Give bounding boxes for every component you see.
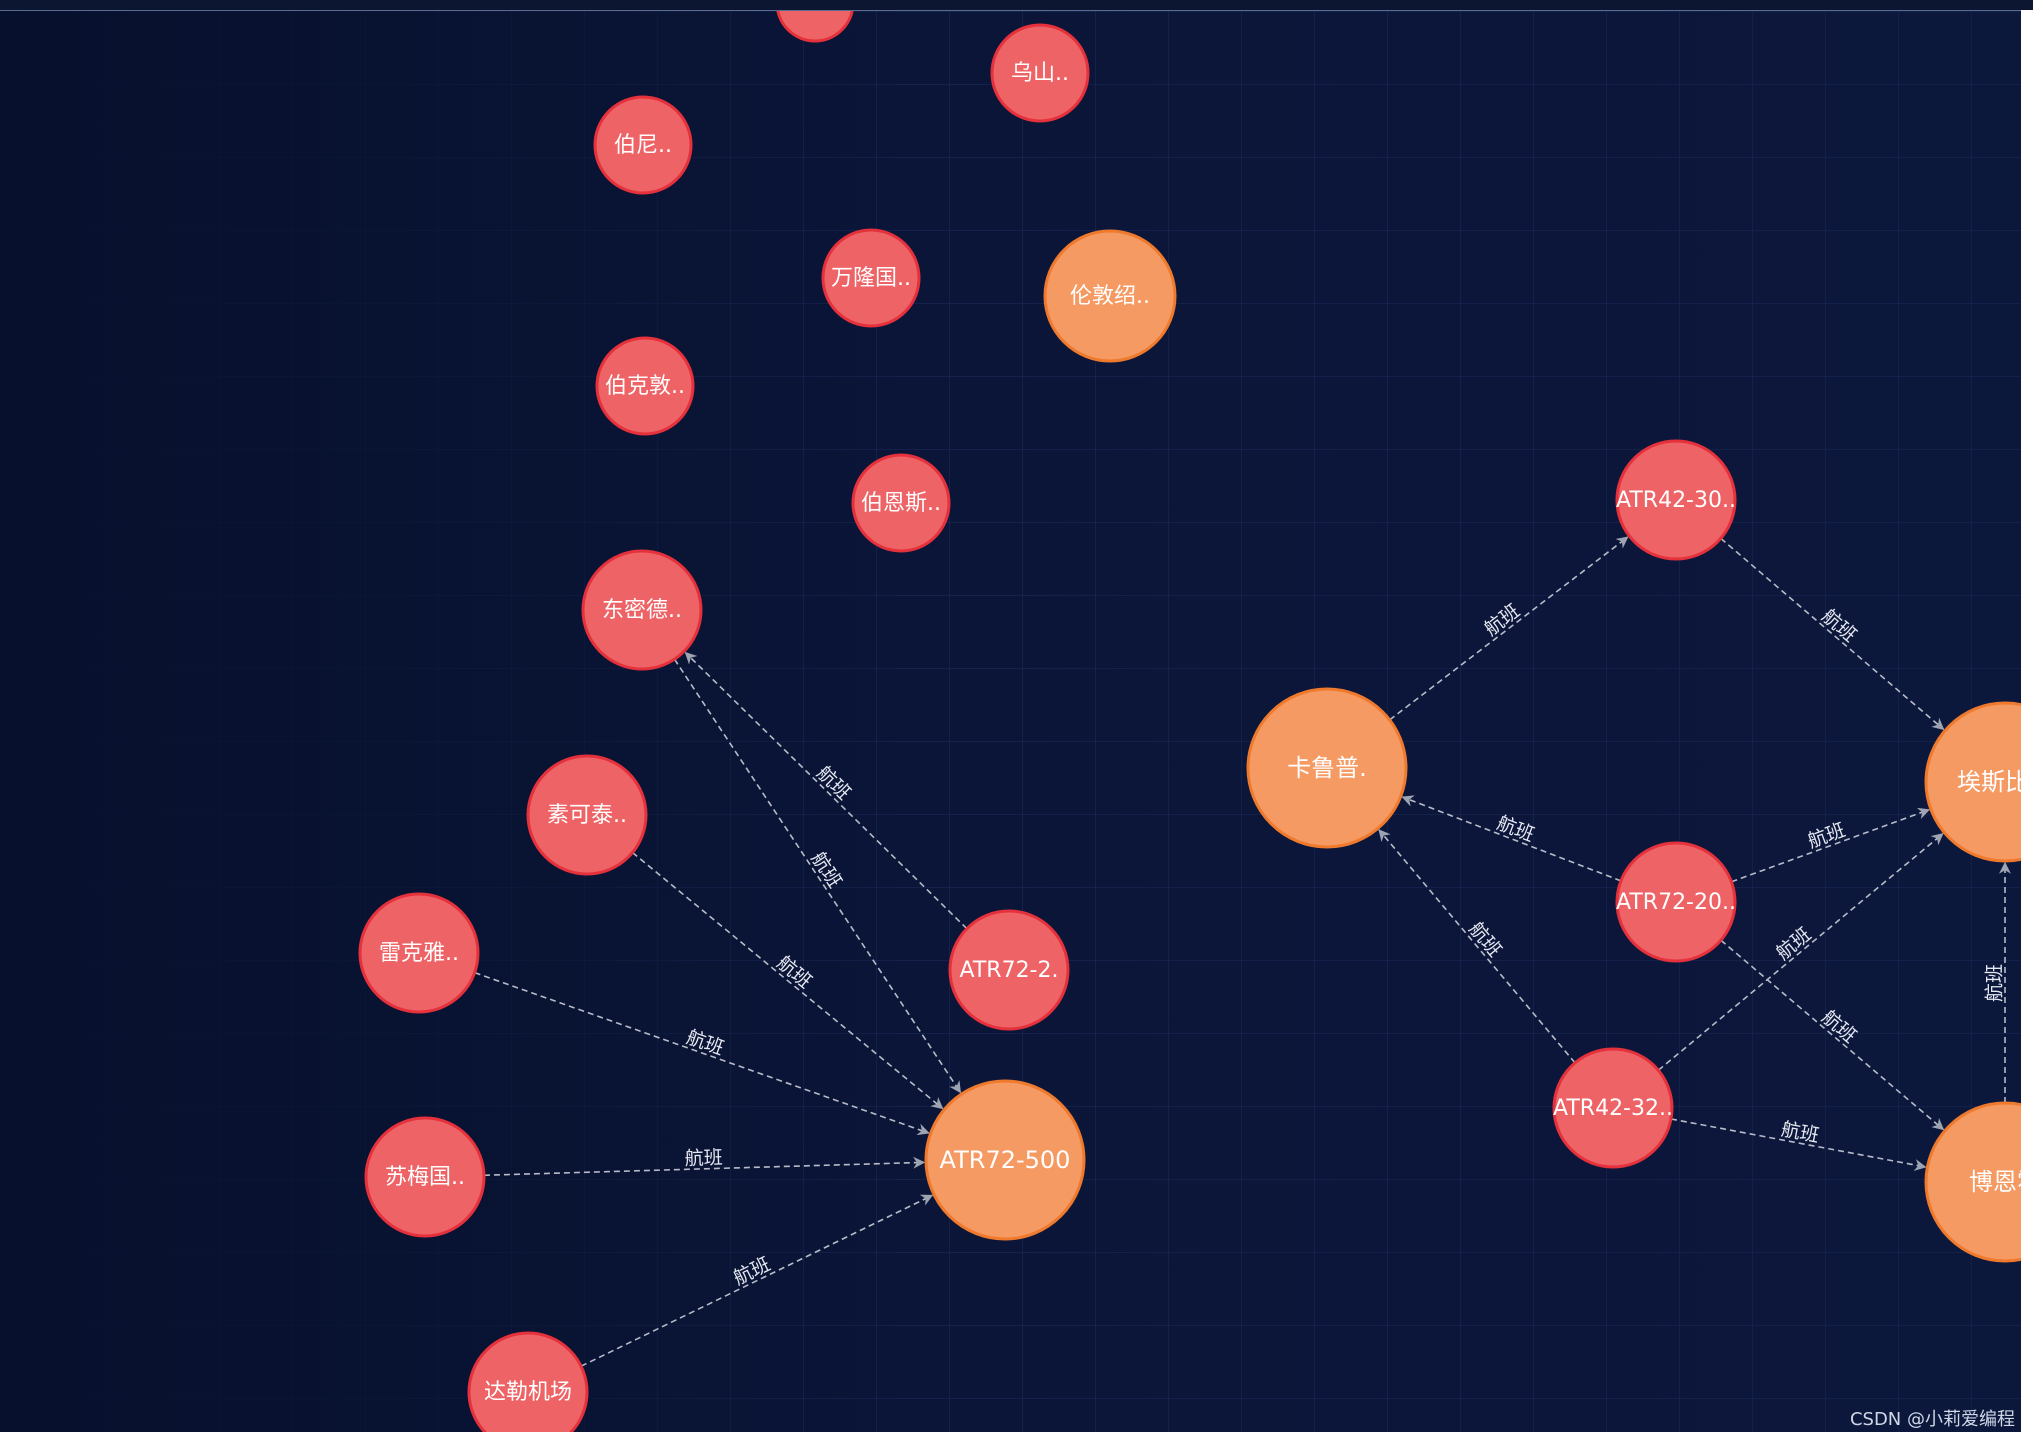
edge-n_atr42_32-n_kalupu[interactable] [1378,829,1576,1064]
edge-n_atr42_30-n_aisi[interactable] [1720,537,1945,731]
node-circle[interactable] [776,11,854,43]
node-circle[interactable] [1043,229,1177,363]
node-label: ATR72-500 [940,1146,1071,1174]
node-label: 东密德.. [602,598,682,623]
edge-n_atr72_20-n_kalupu[interactable] [1401,795,1622,882]
edge-n_kalupu-n_atr42_30[interactable] [1389,536,1629,721]
edge-label: 航班 [684,1147,723,1170]
node-aisi[interactable]: 埃斯比约 [1924,701,2021,863]
node-dongmi[interactable]: 东密德.. [581,549,703,671]
node-label: 伯恩斯.. [861,491,941,516]
node-leikeya[interactable]: 雷克雅.. [358,892,480,1014]
node-circle[interactable] [581,549,703,671]
nodes-layer: 乌山.. 伯尼.. 万隆国.. 伦敦绍.. 伯克敦.. 伯恩斯.. 东密德.. 素可泰.. 雷克… [358,11,2021,1433]
node-circle[interactable] [1615,439,1737,561]
edge-label: 航班 [1984,964,2006,1002]
edge-n_atr42_32-n_aisi[interactable] [1657,833,1944,1071]
node-label: 博恩霍 [1969,1168,2021,1196]
bottom-margin [0,1432,2033,1445]
node-circle[interactable] [948,909,1070,1031]
edge-label: 航班 [1817,605,1860,646]
node-wanlong[interactable]: 万隆国.. [821,228,921,328]
node-label: ATR42-32.. [1553,1096,1673,1121]
node-lundun[interactable]: 伦敦绍.. [1043,229,1177,363]
edge-label: 航班 [1779,1118,1820,1147]
edge-label: 航班 [807,848,846,892]
node-circle[interactable] [358,892,480,1014]
node-label: 苏梅国.. [385,1165,465,1190]
node-dale[interactable]: 达勒机场 [467,1331,589,1433]
node-label: 素可泰.. [547,803,627,828]
edge-label: 航班 [730,1253,774,1289]
node-label: ATR42-30.. [1616,488,1736,513]
edge-n_sukotai-n_atr72_500[interactable] [631,851,944,1110]
node-atr72-500[interactable]: ATR72-500 [924,1079,1086,1241]
right-margin [2021,10,2033,1445]
edge-n_sumei-n_atr72_500[interactable] [483,1156,926,1177]
node-label: 雷克雅.. [379,941,459,966]
node-circle[interactable] [1924,1101,2021,1263]
node-label: ATR72-20.. [1616,890,1736,915]
node-circle[interactable] [1924,701,2021,863]
edge-n_dongmi-n_atr72_500[interactable] [673,658,962,1094]
edge-label: 航班 [812,762,855,804]
graph-canvas[interactable]: 航班航班航班航班航班航班航班航班航班航班航班航班航班航班航班 乌山..伯尼..万… [0,10,2021,1433]
node-label: 达勒机场 [484,1380,572,1405]
node-bokedun[interactable]: 伯克敦.. [595,336,695,436]
node-atr42-30[interactable]: ATR42-30.. [1615,439,1737,561]
node-label: 埃斯比约 [1957,768,2021,796]
node-atr42-32[interactable]: ATR42-32.. [1552,1047,1674,1169]
node-top[interactable] [776,11,854,43]
node-boens[interactable]: 伯恩斯.. [851,453,951,553]
node-label: 万隆国.. [831,266,911,291]
node-circle[interactable] [924,1079,1086,1241]
edge-n_atr72_20-n_aisi[interactable] [1731,807,1931,883]
node-circle[interactable] [1615,841,1737,963]
edge-n_atr72_2-n_dongmi[interactable] [684,651,968,930]
node-circle[interactable] [593,95,693,195]
node-boen[interactable]: 博恩霍 [1924,1101,2021,1263]
edges-layer: 航班航班航班航班航班航班航班航班航班航班航班航班航班航班航班 [474,536,2011,1367]
node-sumei[interactable]: 苏梅国.. [364,1116,486,1238]
node-label: 乌山.. [1011,61,1069,86]
watermark-text: CSDN @小莉爱编程 [1849,1409,2015,1430]
node-wushan[interactable]: 乌山.. [990,23,1090,123]
node-circle[interactable] [851,453,951,553]
node-kalupu[interactable]: 卡鲁普. [1246,687,1408,849]
node-circle[interactable] [526,754,648,876]
node-atr72-20[interactable]: ATR72-20.. [1615,841,1737,963]
node-circle[interactable] [1552,1047,1674,1169]
edge-n_atr72_20-n_boen[interactable] [1720,939,1945,1131]
node-atr72-2[interactable]: ATR72-2. [948,909,1070,1031]
node-label: 卡鲁普. [1287,754,1367,782]
node-circle[interactable] [821,228,921,328]
node-sukotai[interactable]: 素可泰.. [526,754,648,876]
node-label: ATR72-2. [960,958,1059,983]
node-label: 伯克敦.. [605,374,685,399]
node-circle[interactable] [364,1116,486,1238]
relationship-graph[interactable]: 航班航班航班航班航班航班航班航班航班航班航班航班航班航班航班 乌山..伯尼..万… [0,11,2021,1433]
node-circle[interactable] [1246,687,1408,849]
node-circle[interactable] [467,1331,589,1433]
edge-n_leikeya-n_atr72_500[interactable] [474,971,930,1136]
node-circle[interactable] [595,336,695,436]
node-label: 伦敦绍.. [1070,284,1150,309]
edge-n_dale-n_atr72_500[interactable] [580,1194,934,1367]
node-boni[interactable]: 伯尼.. [593,95,693,195]
node-label: 伯尼.. [614,133,672,158]
edge-n_atr42_32-n_boen[interactable] [1670,1118,1927,1171]
node-circle[interactable] [990,23,1090,123]
